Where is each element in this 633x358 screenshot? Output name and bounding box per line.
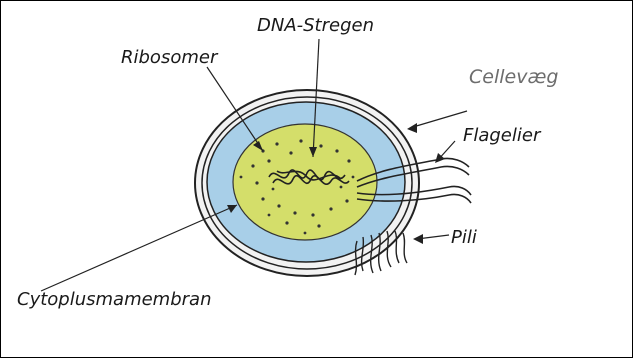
label-cellevaeg: Cellevæg bbox=[469, 66, 558, 88]
label-ribosomer: Ribosomer bbox=[121, 47, 219, 68]
label-flagelier: Flagelier bbox=[463, 125, 542, 146]
label-pili: Pili bbox=[451, 227, 477, 248]
label-cytoplasmamembran: Cytoplusmamembran bbox=[17, 289, 211, 310]
label-dna-strand: DNA-Stregen bbox=[257, 15, 374, 36]
